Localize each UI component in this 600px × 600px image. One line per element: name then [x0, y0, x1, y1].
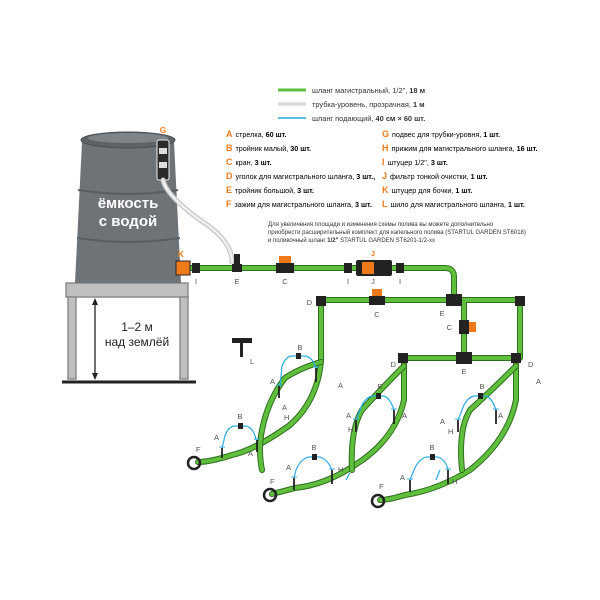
legend: шланг магистральный, 1/2", 18 м трубка-у… [278, 86, 425, 123]
svg-text:H: H [284, 413, 289, 422]
svg-text:J: J [371, 249, 375, 258]
svg-text:I: I [195, 277, 197, 286]
svg-text:I: I [347, 277, 349, 286]
awl-tool: L [232, 338, 254, 366]
svg-text:A: A [440, 417, 445, 426]
note-line-1: Для увеличения площади и изменения схемы… [268, 222, 494, 228]
barrel-fitting [175, 260, 191, 276]
svg-text:F: F [196, 445, 201, 454]
svg-text:B: B [429, 443, 434, 452]
tank-label-1: ёмкость [98, 195, 159, 212]
dripper-groups [219, 353, 499, 492]
svg-text:E: E [439, 309, 444, 318]
tank-stand: 1–2 м над землёй [62, 282, 196, 384]
fittings: K I E C I J J I E D C C E [175, 249, 534, 509]
svg-text:A: A [286, 463, 291, 472]
svg-text:A: A [270, 377, 275, 386]
svg-text:H: H [448, 427, 453, 436]
legend-main-hose: шланг магистральный, 1/2", 18 м [312, 86, 425, 95]
main-hose [179, 265, 523, 503]
svg-text:A: A [338, 381, 343, 390]
svg-text:C: C [447, 323, 453, 332]
svg-text:H: H [348, 425, 353, 434]
expansion-note: Для увеличения площади и изменения схемы… [268, 222, 526, 244]
svg-text:K: K [178, 250, 184, 259]
svg-text:D: D [391, 360, 397, 369]
note-line-3: и поливочный шланг 1/2" STARTUL GARDEN S… [268, 237, 435, 244]
svg-text:B: B [377, 382, 382, 391]
level-tube-hanger [156, 139, 170, 181]
svg-text:I: I [399, 277, 401, 286]
height-label-1: 1–2 м [121, 320, 153, 334]
svg-text:B: B [237, 412, 242, 421]
water-tank: ёмкость с водой G [75, 126, 181, 283]
note-line-2: приобрести расширительный комплект для к… [268, 229, 526, 236]
tank-label-2: с водой [99, 213, 157, 230]
svg-text:E: E [234, 277, 239, 286]
svg-text:B: B [311, 443, 316, 452]
svg-text:H: H [338, 465, 343, 474]
height-label-2: над землёй [105, 335, 169, 349]
svg-text:D: D [307, 298, 313, 307]
svg-text:B: B [479, 382, 484, 391]
svg-text:L: L [250, 357, 254, 366]
svg-text:A: A [400, 473, 405, 482]
svg-text:F: F [270, 477, 275, 486]
svg-text:A: A [402, 411, 407, 420]
svg-text:A: A [214, 433, 219, 442]
svg-text:A: A [498, 411, 503, 420]
svg-text:A: A [282, 403, 287, 412]
svg-text:B: B [297, 343, 302, 352]
dripper-labels: B A A B A H A A B A H B A A H B A A H B … [214, 343, 541, 486]
legend-level-tube: трубка-уровень, прозрачная, 1 м [312, 100, 425, 109]
svg-text:A: A [536, 377, 541, 386]
legend-drip-hose: шланг подающий, 40 см × 60 шт. [312, 114, 425, 123]
end-clamp: F F F [186, 445, 386, 509]
svg-text:D: D [528, 360, 534, 369]
svg-text:C: C [282, 277, 288, 286]
svg-text:E: E [461, 367, 466, 376]
svg-text:F: F [379, 482, 384, 491]
svg-text:H: H [452, 477, 457, 486]
svg-text:G: G [160, 126, 166, 135]
svg-text:C: C [374, 310, 380, 319]
svg-text:A: A [248, 449, 253, 458]
svg-text:J: J [371, 277, 375, 286]
svg-text:A: A [346, 411, 351, 420]
